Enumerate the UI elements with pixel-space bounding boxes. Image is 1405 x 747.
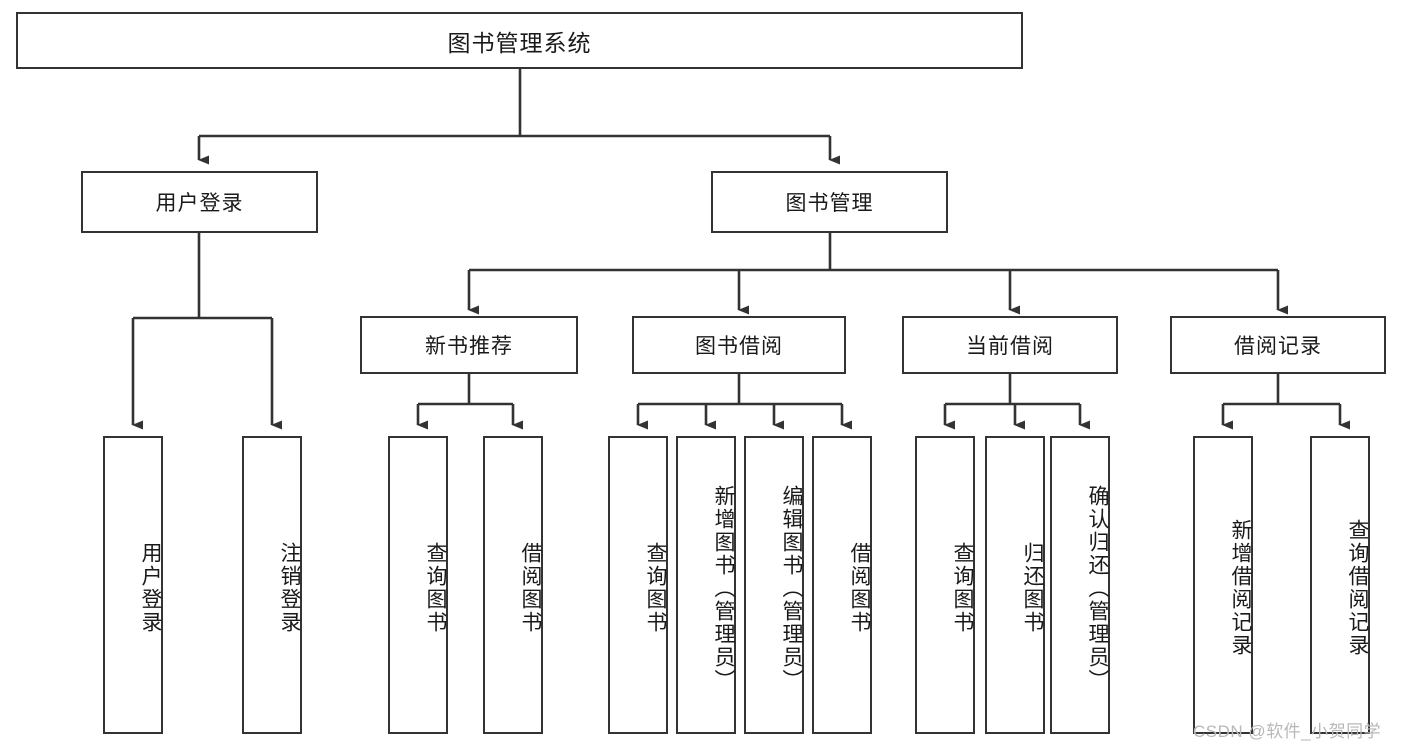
leaf-add-book[interactable]: 新增图书（管理员） [676, 436, 736, 734]
leaf-add-record[interactable]: 新增借阅记录 [1193, 436, 1253, 734]
node-label: 新增图书（管理员） [712, 484, 735, 692]
node-label: 新增借阅记录 [1229, 519, 1252, 657]
node-label: 归还图书 [1021, 542, 1044, 634]
node-root-book-management-system[interactable]: 图书管理系统 [16, 12, 1023, 69]
node-label: 图书管理系统 [447, 29, 592, 56]
node-label: 注销登录 [278, 542, 301, 634]
node-new-book-recommend[interactable]: 新书推荐 [360, 316, 578, 374]
node-label: 用户登录 [139, 542, 162, 634]
node-label: 查询图书 [951, 542, 974, 634]
node-label: 查询图书 [424, 542, 447, 634]
leaf-borrow-book-1[interactable]: 借阅图书 [483, 436, 543, 734]
leaf-edit-book[interactable]: 编辑图书（管理员） [744, 436, 804, 734]
leaf-query-record[interactable]: 查询借阅记录 [1310, 436, 1370, 734]
csdn-watermark: CSDN @软件_小贺同学 [1193, 722, 1382, 741]
leaf-borrow-book-2[interactable]: 借阅图书 [812, 436, 872, 734]
node-label: 编辑图书（管理员） [780, 484, 803, 692]
node-book-manage[interactable]: 图书管理 [711, 171, 948, 233]
node-label: 借阅图书 [848, 542, 871, 634]
node-label: 图书管理 [785, 192, 874, 215]
leaf-logout-login[interactable]: 注销登录 [242, 436, 302, 734]
node-label: 当前借阅 [966, 335, 1054, 358]
leaf-user-login[interactable]: 用户登录 [103, 436, 163, 734]
node-label: 查询借阅记录 [1346, 519, 1369, 657]
node-book-borrow[interactable]: 图书借阅 [632, 316, 846, 374]
leaf-query-book-1[interactable]: 查询图书 [388, 436, 448, 734]
node-label: 新书推荐 [425, 335, 513, 358]
node-current-borrow[interactable]: 当前借阅 [902, 316, 1118, 374]
node-user-login[interactable]: 用户登录 [81, 171, 318, 233]
node-label: 借阅图书 [519, 542, 542, 634]
node-label: 确认归还（管理员） [1086, 484, 1109, 692]
node-label: 用户登录 [155, 192, 244, 215]
node-label: 查询图书 [644, 542, 667, 634]
node-label: 借阅记录 [1234, 335, 1322, 358]
leaf-query-book-3[interactable]: 查询图书 [915, 436, 975, 734]
node-borrow-record[interactable]: 借阅记录 [1170, 316, 1386, 374]
leaf-return-book[interactable]: 归还图书 [985, 436, 1045, 734]
leaf-query-book-2[interactable]: 查询图书 [608, 436, 668, 734]
node-label: 图书借阅 [695, 335, 783, 358]
leaf-confirm-return[interactable]: 确认归还（管理员） [1050, 436, 1110, 734]
